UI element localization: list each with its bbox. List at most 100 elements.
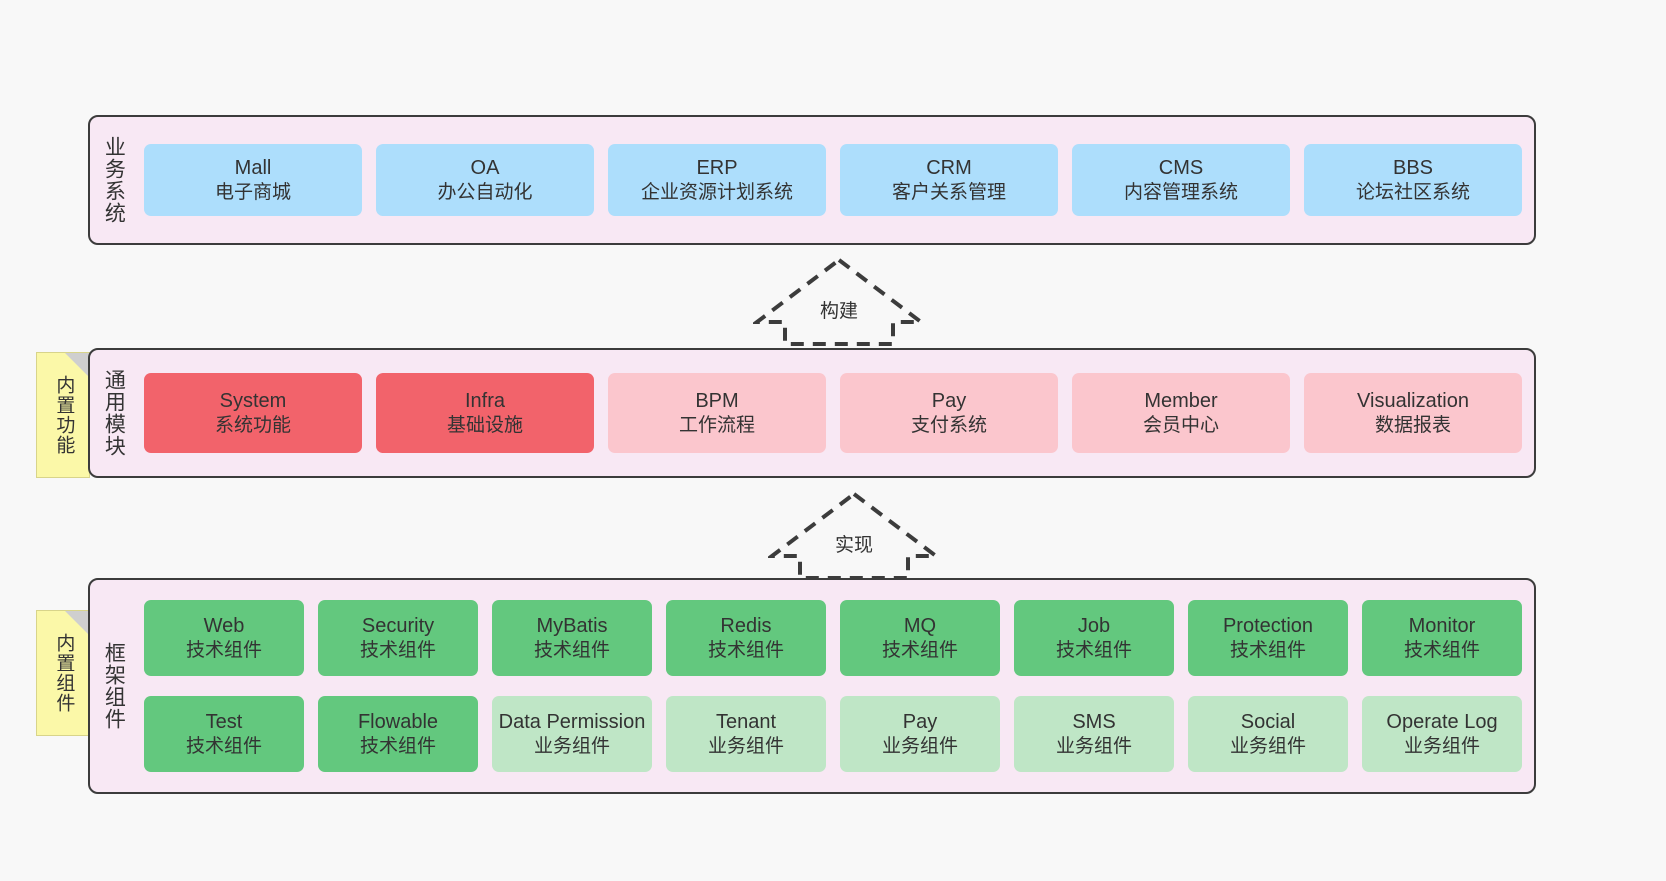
- layer-title-business: 业务系统: [102, 136, 126, 224]
- node-redis[interactable]: Redis 技术组件: [666, 600, 826, 676]
- node-title: BPM: [695, 390, 739, 413]
- node-subtitle: 业务组件: [881, 735, 958, 757]
- node-pay-component[interactable]: Pay 业务组件: [840, 696, 1000, 772]
- node-subtitle: 技术组件: [707, 639, 784, 661]
- arrow-implement: 实现: [768, 490, 940, 580]
- node-subtitle: 支付系统: [910, 414, 987, 436]
- node-title: Data Permission: [498, 711, 646, 734]
- node-title: Protection: [1222, 615, 1314, 638]
- node-mall[interactable]: Mall 电子商城: [144, 144, 362, 216]
- node-subtitle: 技术组件: [881, 639, 958, 661]
- node-title: System: [219, 390, 287, 413]
- node-title: Pay: [902, 711, 938, 734]
- node-flowable[interactable]: Flowable 技术组件: [318, 696, 478, 772]
- tag-label: 内置组件: [53, 633, 75, 713]
- node-oa[interactable]: OA 办公自动化: [376, 144, 594, 216]
- node-subtitle: 业务组件: [1403, 735, 1480, 757]
- arrow-build: 构建: [753, 256, 925, 346]
- tag-builtin-components: 内置组件: [36, 610, 90, 736]
- node-security[interactable]: Security 技术组件: [318, 600, 478, 676]
- node-title: BBS: [1392, 157, 1434, 180]
- node-monitor[interactable]: Monitor 技术组件: [1362, 600, 1522, 676]
- node-bbs[interactable]: BBS 论坛社区系统: [1304, 144, 1522, 216]
- node-social[interactable]: Social 业务组件: [1188, 696, 1348, 772]
- node-subtitle: 系统功能: [214, 414, 291, 436]
- node-subtitle: 业务组件: [1229, 735, 1306, 757]
- node-subtitle: 技术组件: [185, 735, 262, 757]
- node-subtitle: 数据报表: [1374, 414, 1451, 436]
- node-member[interactable]: Member 会员中心: [1072, 373, 1290, 453]
- node-sms[interactable]: SMS 业务组件: [1014, 696, 1174, 772]
- node-subtitle: 技术组件: [185, 639, 262, 661]
- arrow-build-label: 构建: [819, 301, 858, 322]
- node-operate-log[interactable]: Operate Log 业务组件: [1362, 696, 1522, 772]
- node-title: Mall: [234, 157, 272, 180]
- layer-common-module: 通用模块 System 系统功能 Infra 基础设施 BPM 工作流程 Pay…: [88, 348, 1536, 478]
- node-title: Redis: [720, 615, 772, 638]
- node-data-permission[interactable]: Data Permission 业务组件: [492, 696, 652, 772]
- node-title: Test: [205, 711, 243, 734]
- node-protection[interactable]: Protection 技术组件: [1188, 600, 1348, 676]
- node-title: Infra: [464, 390, 506, 413]
- arrow-implement-label: 实现: [834, 535, 873, 556]
- node-erp[interactable]: ERP 企业资源计划系统: [608, 144, 826, 216]
- node-bpm[interactable]: BPM 工作流程: [608, 373, 826, 453]
- node-subtitle: 技术组件: [359, 639, 436, 661]
- node-title: Operate Log: [1386, 711, 1498, 734]
- node-subtitle: 技术组件: [1403, 639, 1480, 661]
- node-title: MQ: [903, 615, 937, 638]
- node-subtitle: 论坛社区系统: [1355, 181, 1470, 203]
- node-title: Social: [1240, 711, 1296, 734]
- node-subtitle: 业务组件: [533, 735, 610, 757]
- node-title: Member: [1144, 390, 1218, 413]
- node-subtitle: 技术组件: [359, 735, 436, 757]
- node-infra[interactable]: Infra 基础设施: [376, 373, 594, 453]
- node-system[interactable]: System 系统功能: [144, 373, 362, 453]
- node-pay[interactable]: Pay 支付系统: [840, 373, 1058, 453]
- node-subtitle: 企业资源计划系统: [640, 181, 793, 203]
- node-subtitle: 办公自动化: [437, 181, 533, 203]
- layer-framework-component: 框架组件 Web 技术组件 Security 技术组件 MyBatis 技术组件…: [88, 578, 1536, 794]
- node-title: Security: [361, 615, 435, 638]
- layer-body-framework: Web 技术组件 Security 技术组件 MyBatis 技术组件 Redi…: [136, 580, 1534, 792]
- node-subtitle: 业务组件: [707, 735, 784, 757]
- layer-row: System 系统功能 Infra 基础设施 BPM 工作流程 Pay 支付系统…: [144, 373, 1522, 453]
- node-visualization[interactable]: Visualization 数据报表: [1304, 373, 1522, 453]
- node-cms[interactable]: CMS 内容管理系统: [1072, 144, 1290, 216]
- node-title: Tenant: [715, 711, 777, 734]
- layer-business-system: 业务系统 Mall 电子商城 OA 办公自动化 ERP 企业资源计划系统 CRM…: [88, 115, 1536, 245]
- node-title: Monitor: [1408, 615, 1476, 638]
- node-title: Job: [1077, 615, 1111, 638]
- node-title: Visualization: [1357, 390, 1469, 413]
- fold-corner-icon: [65, 353, 89, 377]
- node-subtitle: 技术组件: [1055, 639, 1132, 661]
- node-subtitle: 基础设施: [446, 414, 523, 436]
- fold-corner-icon: [65, 611, 89, 635]
- layer-title-framework: 框架组件: [102, 642, 126, 730]
- node-subtitle: 技术组件: [1229, 639, 1306, 661]
- node-subtitle: 工作流程: [678, 414, 755, 436]
- layer-row: Mall 电子商城 OA 办公自动化 ERP 企业资源计划系统 CRM 客户关系…: [144, 144, 1522, 216]
- node-subtitle: 技术组件: [533, 639, 610, 661]
- layer-row: Test 技术组件 Flowable 技术组件 Data Permission …: [144, 696, 1522, 772]
- node-tenant[interactable]: Tenant 业务组件: [666, 696, 826, 772]
- node-crm[interactable]: CRM 客户关系管理: [840, 144, 1058, 216]
- node-subtitle: 业务组件: [1055, 735, 1132, 757]
- tag-builtin-features: 内置功能: [36, 352, 90, 478]
- node-title: MyBatis: [536, 615, 608, 638]
- node-subtitle: 电子商城: [214, 181, 291, 203]
- node-title: SMS: [1072, 711, 1116, 734]
- node-mybatis[interactable]: MyBatis 技术组件: [492, 600, 652, 676]
- node-subtitle: 客户关系管理: [891, 181, 1006, 203]
- node-job[interactable]: Job 技术组件: [1014, 600, 1174, 676]
- node-title: Web: [203, 615, 245, 638]
- node-web[interactable]: Web 技术组件: [144, 600, 304, 676]
- node-title: Flowable: [357, 711, 439, 734]
- node-title: OA: [470, 157, 500, 180]
- layer-title-common: 通用模块: [102, 369, 126, 457]
- node-subtitle: 内容管理系统: [1123, 181, 1238, 203]
- node-mq[interactable]: MQ 技术组件: [840, 600, 1000, 676]
- node-test[interactable]: Test 技术组件: [144, 696, 304, 772]
- node-title: CMS: [1158, 157, 1204, 180]
